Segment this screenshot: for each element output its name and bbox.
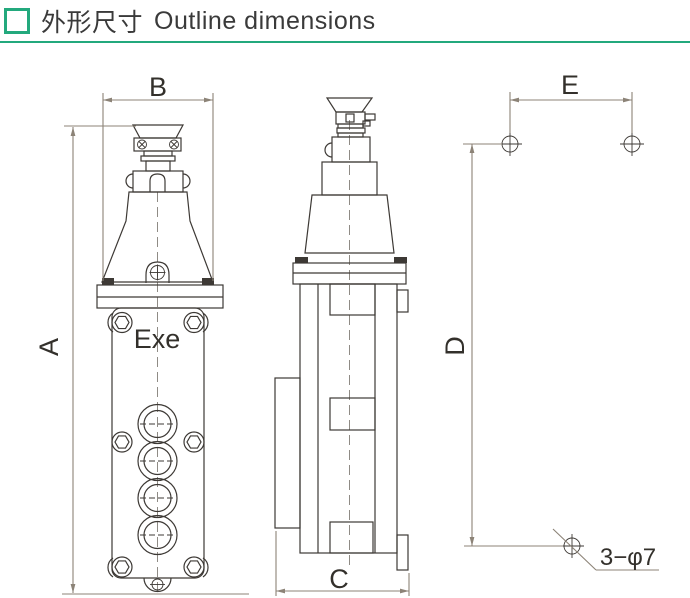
section-divider: [0, 41, 690, 43]
hole-callout-leader: 3−φ7: [552, 528, 659, 571]
side-clip: [396, 289, 409, 313]
mounting-bracket: [274, 377, 301, 529]
dimension-e-label: E: [561, 70, 579, 100]
dimension-a-label: A: [34, 338, 64, 356]
section-header: 外形尺寸 Outline dimensions: [4, 3, 376, 39]
dimension-c-label: C: [329, 564, 349, 594]
dimension-d: D: [440, 143, 563, 547]
hex-bolt: [183, 556, 205, 578]
gasket-right: [202, 278, 214, 285]
push-buttons: [137, 403, 178, 556]
dimension-e: E: [509, 70, 633, 133]
gasket-left: [102, 278, 114, 285]
emergency-stop-button-front: [125, 124, 191, 193]
hex-bolt: [111, 311, 133, 334]
hex-bolt: [111, 556, 133, 578]
dimension-b-label: B: [149, 72, 167, 102]
hole-callout-label: 3−φ7: [600, 544, 656, 571]
pendant-body-side: [274, 283, 409, 571]
enclosure-cone-front: [96, 191, 224, 309]
mounting-hole: [560, 534, 584, 558]
front-view: Exe: [96, 124, 224, 596]
hex-bolt: [183, 311, 205, 334]
dimension-c: C: [275, 531, 410, 596]
gasket-right: [394, 257, 407, 263]
hanger-tab-side: [396, 534, 409, 571]
eyebolt-icon: [145, 261, 170, 283]
emergency-stop-button-side: [321, 97, 378, 196]
section-title-en: Outline dimensions: [154, 6, 376, 35]
exe-marking-label: Exe: [134, 324, 181, 354]
pin-icon: [364, 113, 376, 121]
side-view: [274, 97, 409, 571]
section-marker-icon: [4, 8, 30, 34]
hex-bolt: [183, 431, 205, 453]
mounting-hole: [620, 132, 644, 156]
hanger-tab-front: [143, 577, 172, 593]
mounting-hole-pattern: 3−φ7: [498, 132, 659, 571]
pendant-body-front: [107, 307, 209, 579]
dimension-b: B: [102, 72, 214, 281]
dimension-a: A: [34, 125, 249, 595]
gasket-left: [295, 257, 308, 263]
section-title-cn: 外形尺寸: [41, 9, 144, 37]
hex-bolt: [111, 431, 133, 453]
dimension-d-label: D: [440, 336, 470, 356]
